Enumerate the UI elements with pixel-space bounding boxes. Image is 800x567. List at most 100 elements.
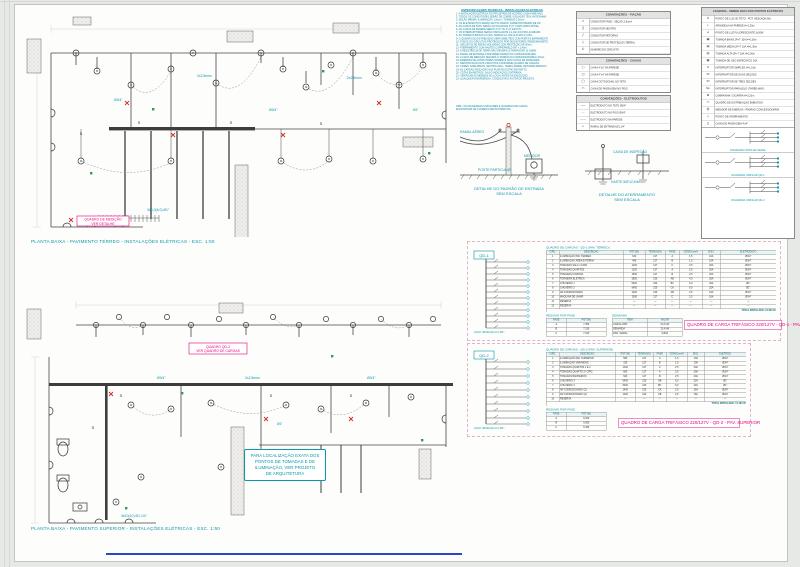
unifilar-diagram: DIAGRAMA UNIFILAR QD-1 bbox=[702, 152, 794, 178]
red-marker bbox=[506, 123, 511, 127]
legend-symbol-icon: ① bbox=[577, 46, 590, 53]
legend-panel-rows: ⊙ PONTO DE LUZ NO TETO - POT. INDICADA (… bbox=[702, 15, 794, 128]
green-markers bbox=[125, 355, 424, 510]
feeder-label: 3#10(10) Ø1.1/4" bbox=[121, 514, 148, 518]
note-text-line: 10- TODOS OS CIRCUITOS PROTEGIDOS POR DI… bbox=[456, 40, 548, 44]
switch-symbol: S bbox=[138, 120, 141, 125]
poste-label: POSTE PARTICULAR bbox=[478, 168, 512, 172]
plan-b-caption: PLANTA BAIXA - PAVIMENTO SUPERIOR - INST… bbox=[31, 526, 221, 531]
legend-row: S³ INTERRUPTOR DE TRÊS SEÇÕES bbox=[702, 78, 794, 86]
note-text-line: 3- SEÇÃO MÍNIMA: ILUMINAÇÃO 1,5mm² / TOM… bbox=[456, 19, 525, 22]
entrance-detail-drawing: RAMAL AÉREO POSTE PARTICULAR MEDIDOR bbox=[459, 123, 558, 182]
legend-symbol-icon: ━ bbox=[577, 18, 590, 25]
legend-symbol-icon: S² bbox=[702, 71, 715, 78]
note-text-line: 12- ATERRAMENTO COM HASTES COPPERWELD 5/… bbox=[456, 47, 528, 50]
drawing-sheet: S S S S Ø3/4" 2x2,5mm² Ø3/4" 2x2,5mm² Ø1… bbox=[14, 4, 800, 562]
resume-title: RESUMO POR FASE bbox=[546, 408, 576, 412]
switch-return-arcs bbox=[80, 56, 424, 173]
unifilar-diagram-drawing bbox=[705, 179, 779, 194]
legend-row: ╱ CONDUTOR RETORNO bbox=[577, 32, 670, 40]
light-point-symbols bbox=[72, 49, 427, 165]
legend-boxes-rows: ▢ CAIXA 4"x2" NA PAREDE ◫ CAIXA 4"x4" NA… bbox=[577, 64, 670, 92]
background-rule-line bbox=[4, 0, 5, 567]
main-wall bbox=[109, 127, 255, 131]
red-markers bbox=[68, 100, 382, 223]
pole bbox=[505, 126, 512, 176]
legend-symbol-icon: ⌀ bbox=[702, 29, 715, 36]
legend-symbol-icon: Ⓜ bbox=[702, 106, 715, 113]
note-text-line: 16- EMENDAS DE CONDUTORES SOMENTE NAS CA… bbox=[456, 59, 540, 63]
qd1-loads-table: QUADRO DE CARGAS - QD-1 (PAV. TÉRREO) CI… bbox=[546, 246, 776, 312]
legend-row: ◐ ARANDELA NA PAREDE H=2,20m bbox=[702, 22, 794, 30]
socket-symbols bbox=[48, 406, 447, 524]
medidor-label: MEDIDOR bbox=[524, 154, 541, 158]
unifilar-caption: DIAGRAMA UNIFILAR GERAL bbox=[730, 149, 766, 152]
note-text-line: 8- AS TOMADAS BAIXAS A 0,30m, MÉDIAS A 1… bbox=[456, 34, 533, 38]
note-text-line: 1- A INSTALAÇÃO ELÉTRICA FOI PROJETADA D… bbox=[456, 13, 544, 16]
wire-label: 2x2,5mm² bbox=[347, 76, 363, 80]
note-text-line: 15- A CAIXA DE MEDIÇÃO SEGUIRÁ O PADRÃO … bbox=[456, 56, 545, 59]
legend-ducts-rows: ── ELETRODUTO NO TETO Ø3/4" - - ELETRODU… bbox=[577, 102, 670, 130]
note-text-line: 9- O QUADRO DE DISTRIBUIÇÃO SERÁ EMBUTID… bbox=[456, 37, 548, 41]
legend-text: ELETRODUTO NO PISO Ø3/4" bbox=[590, 111, 626, 115]
legend-ducts-title: CONVENÇÕES - ELETRODUTOS bbox=[577, 96, 670, 103]
legend-wiring-rows: ━ CONDUTOR FASE - SEÇÃO 2,5mm² ┃ CONDUTO… bbox=[577, 18, 670, 54]
bathroom-fixtures bbox=[56, 438, 88, 512]
switch-symbol: S bbox=[270, 393, 273, 398]
legend-text: TOMADA ALTA 2P+T 10A H=2,00m bbox=[715, 52, 755, 56]
legend-wiring-title: CONVENÇÕES - FIAÇÃO bbox=[577, 12, 670, 19]
long-wall bbox=[105, 386, 108, 520]
wire-label: 2x2,5mm² bbox=[245, 376, 261, 380]
note-text-line: 5- AS CAIXAS DE TETO SERÃO OCTOGONAIS 4"… bbox=[456, 25, 540, 28]
note-line: ILUMINAÇÃO, VER PROJETO bbox=[254, 465, 316, 470]
haste-label: HASTE 5/8"x2,40m bbox=[611, 180, 640, 184]
pink-label-line2: VER DETALHE bbox=[91, 222, 115, 226]
legend-symbol-icon: Sp bbox=[702, 85, 715, 92]
legend-boxes-title: CONVENÇÕES - CAIXAS bbox=[577, 58, 670, 65]
legend-row: S INTERRUPTOR SIMPLES H=1,10m bbox=[702, 64, 794, 72]
wire-label: 2x2,5mm² bbox=[197, 74, 213, 78]
note-line: PARA LOCALIZAÇÃO EXATA DOS bbox=[250, 453, 320, 458]
note-text-line: 21- VERIFICAR AS MEDIDAS NO LOCAL ANTES … bbox=[456, 75, 529, 78]
switch-symbol: S bbox=[350, 393, 353, 398]
plan-b-drawing: S S S S Ø3/4" 2x2,5mm² Ø3/4" 3#10(10) Ø1… bbox=[26, 301, 453, 524]
ramal-label: RAMAL AÉREO bbox=[460, 129, 485, 134]
pink-label-box bbox=[188, 342, 248, 355]
switch-symbol: S bbox=[92, 425, 95, 430]
note-text-line: 22- QUALQUER DIVERGÊNCIA, CONSULTAR O AU… bbox=[456, 78, 535, 81]
note-line: DE ARQUITETURA bbox=[265, 471, 305, 476]
legend-symbol-icon: ─·─ bbox=[577, 116, 590, 123]
note-text-line: 4- OS ELETRODUTOS SERÃO DE PVC RÍGIDO, D… bbox=[456, 22, 542, 25]
legend-text: CAIXA DE PASSAGEM NO PISO bbox=[590, 87, 628, 91]
legend-symbol-icon: ▣ bbox=[702, 36, 715, 43]
concrete-columns bbox=[26, 302, 432, 516]
legend-text: MEDIDOR DE ENERGIA - PADRÃO CONCESSIONÁR… bbox=[715, 108, 780, 112]
legend-text: CONDUTOR DE PROTEÇÃO (TERRA) bbox=[590, 41, 635, 45]
legend-symbol-icon: S³ bbox=[702, 78, 715, 85]
note-text-line: 14- RAMAL DE ENTRADA CONFORME PADRÃO DA … bbox=[456, 53, 537, 56]
concrete-columns bbox=[26, 16, 434, 237]
note-text-line: 2- TODOS OS CONDUTORES SERÃO DE COBRE, I… bbox=[456, 16, 547, 19]
legend-row: ◯ CAIXA OCTOGONAL NO TETO bbox=[577, 78, 670, 86]
riser-feeder-label: ALIM. 3#10(10)mm² Ø1" bbox=[474, 330, 504, 334]
unifilar-caption: DIAGRAMA UNIFILAR QD-2 bbox=[731, 199, 765, 202]
legend-text: TOMADA DE USO ESPECÍFICO 20A bbox=[715, 59, 758, 63]
qd2-pink-caption: QUADRO DE CARGA TRIFÁSICO 220/127V - QD-… bbox=[618, 418, 760, 428]
legend-text: CONDUTOR NEUTRO bbox=[590, 27, 617, 31]
legend-row: ⊙ PONTO DE LUZ NO TETO - POT. INDICADA (… bbox=[702, 15, 794, 23]
legend-symbol-icon: ▦ bbox=[702, 57, 715, 64]
switch-return-arcs bbox=[118, 316, 410, 416]
plan-a-caption: PLANTA BAIXA - PAVIMENTO TÉRREO - INSTAL… bbox=[31, 239, 215, 244]
pink-label-line1: QUADRO DE MEDIÇÃO bbox=[84, 217, 122, 222]
technical-notes-block: ESPECIFICAÇÕES TÉCNICAS - INSTALAÇÕES EL… bbox=[456, 9, 548, 103]
unifilar-caption: DIAGRAMA UNIFILAR QD-1 bbox=[731, 174, 765, 177]
note-text-line: 13- A RESISTÊNCIA DE TERRA NÃO DEVERÁ UL… bbox=[456, 50, 537, 53]
legend-row: ▤ TOMADA MÉDIA 2P+T 10A H=1,30m bbox=[702, 43, 794, 51]
legend-text: ELETRODUTO NO TETO Ø3/4" bbox=[590, 104, 627, 108]
